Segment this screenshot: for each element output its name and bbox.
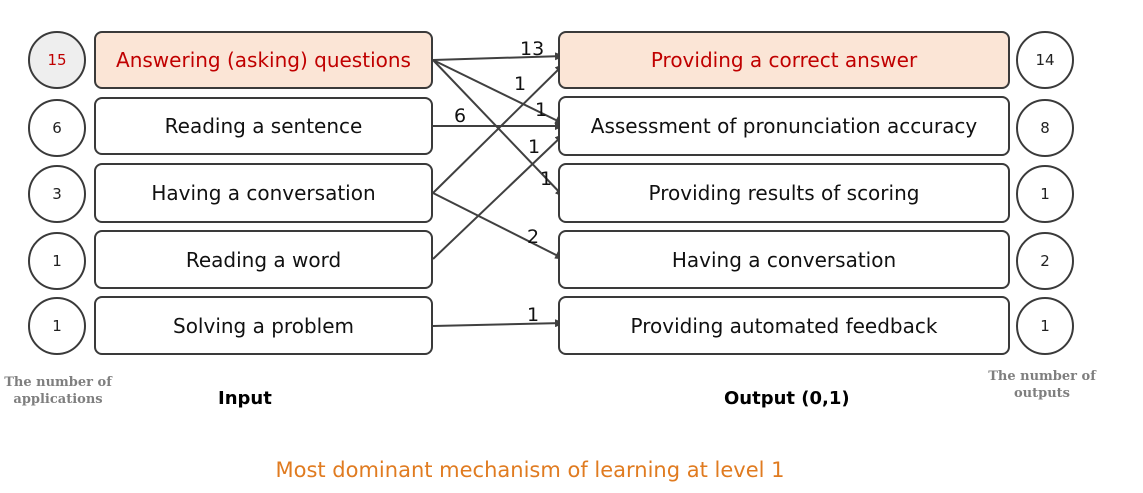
application-count-circle: 6	[28, 99, 86, 157]
connection-arrow	[432, 59, 565, 125]
output-count-circle: 1	[1016, 297, 1074, 355]
application-count-circle: 3	[28, 165, 86, 223]
output-box: Having a conversation	[558, 230, 1010, 289]
application-count: 6	[52, 119, 62, 137]
applications-caption: The number of applications	[4, 375, 112, 407]
input-label: Reading a word	[185, 247, 342, 272]
input-caption: Input	[218, 388, 272, 409]
input-box: Reading a sentence	[94, 97, 433, 155]
input-label: Answering (asking) questions	[116, 48, 411, 72]
output-caption: Output (0,1)	[724, 388, 850, 409]
connection-count-label: 1	[514, 73, 526, 95]
output-label: Providing a correct answer	[650, 48, 918, 72]
application-count-circle: 1	[28, 297, 86, 355]
output-box: Providing automated feedback	[558, 296, 1010, 355]
output-count: 14	[1035, 51, 1055, 69]
outputs-count-caption: The number of outputs	[988, 369, 1096, 401]
connection-count-label: 1	[535, 99, 547, 121]
application-count: 15	[47, 51, 67, 69]
connection-arrow	[432, 133, 565, 260]
input-label: Having a conversation	[151, 181, 376, 205]
connection-arrow	[432, 52, 565, 61]
output-count-circle: 14	[1016, 31, 1074, 89]
connection-arrow	[432, 192, 565, 260]
output-count: 8	[1040, 119, 1050, 137]
application-count: 1	[52, 317, 62, 335]
connection-count-label: 6	[454, 105, 466, 127]
output-count-circle: 1	[1016, 165, 1074, 223]
output-box: Assessment of pronunciation accuracy	[558, 96, 1010, 156]
output-label: Having a conversation	[671, 247, 897, 272]
input-box: Having a conversation	[94, 163, 433, 223]
output-label: Providing results of scoring	[648, 181, 920, 205]
connection-arrow	[432, 319, 565, 328]
output-label: Providing automated feedback	[630, 313, 938, 338]
connection-arrow	[432, 63, 565, 194]
output-label: Assessment of pronunciation accuracy	[590, 114, 978, 138]
input-box: Answering (asking) questions	[94, 31, 433, 89]
application-count-circle: 15	[28, 31, 86, 89]
input-box: Solving a problem	[94, 296, 433, 355]
connection-count-label: 2	[527, 226, 539, 248]
input-box: Reading a word	[94, 230, 433, 289]
connection-count-label: 1	[527, 304, 539, 326]
connection-count-label: 1	[540, 168, 552, 190]
output-box: Providing a correct answer	[558, 31, 1010, 89]
input-label: Solving a problem	[173, 313, 354, 338]
connection-count-label: 1	[528, 136, 540, 158]
output-count: 1	[1040, 317, 1050, 335]
application-count-circle: 1	[28, 232, 86, 290]
application-count: 3	[52, 185, 62, 203]
application-count: 1	[52, 252, 62, 270]
output-count-circle: 2	[1016, 232, 1074, 290]
input-label: Reading a sentence	[164, 114, 363, 138]
output-count: 1	[1040, 185, 1050, 203]
connection-count-label: 13	[520, 38, 544, 60]
output-box: Providing results of scoring	[558, 163, 1010, 223]
output-count-circle: 8	[1016, 99, 1074, 157]
footer-title: Most dominant mechanism of learning at l…	[275, 458, 785, 482]
output-count: 2	[1040, 252, 1050, 270]
